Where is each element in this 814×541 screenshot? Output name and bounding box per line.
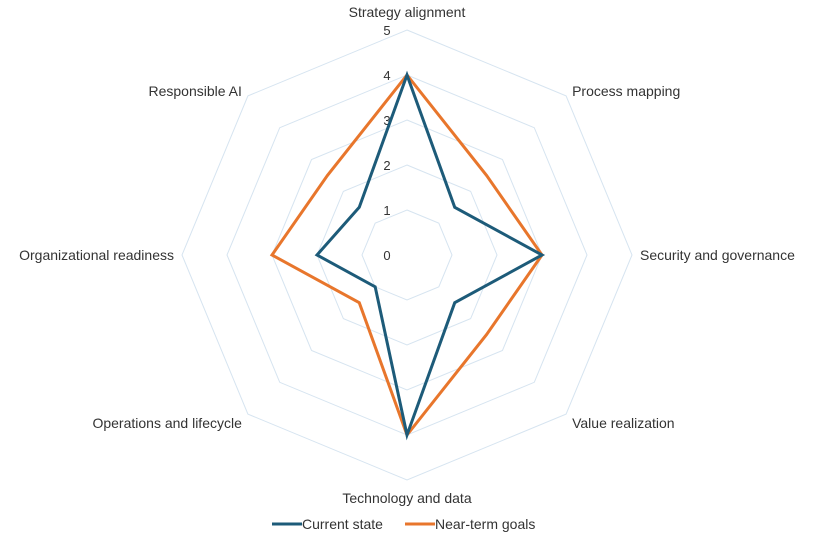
legend: Current state Near-term goals xyxy=(272,516,535,532)
category-label: Responsible AI xyxy=(148,83,241,99)
legend-label: Current state xyxy=(302,516,383,532)
legend-label: Near-term goals xyxy=(435,516,535,532)
grid-ring-2 xyxy=(316,164,498,346)
grid-ring-1 xyxy=(361,209,453,301)
radial-tick-labels: 0 1 2 3 4 5 xyxy=(383,23,390,263)
data-point xyxy=(485,174,488,177)
category-label: Operations and lifecycle xyxy=(92,415,242,431)
category-label: Strategy alignment xyxy=(349,4,466,20)
grid-ring-3 xyxy=(271,119,543,391)
category-label: Value realization xyxy=(572,415,674,431)
grid-ring-5 xyxy=(181,29,633,481)
series-line-1 xyxy=(269,72,544,439)
tick-label: 3 xyxy=(383,113,390,128)
tick-label: 0 xyxy=(383,248,390,263)
tick-label: 4 xyxy=(383,68,390,83)
data-point xyxy=(270,253,274,257)
data-point xyxy=(540,253,544,257)
category-label: Security and governance xyxy=(640,247,795,263)
radar-grid xyxy=(181,29,633,481)
data-point xyxy=(453,206,456,209)
data-point xyxy=(485,333,488,336)
category-label: Technology and data xyxy=(342,490,471,506)
data-point xyxy=(315,253,319,257)
data-point xyxy=(326,174,329,177)
category-label: Process mapping xyxy=(572,83,680,99)
data-point xyxy=(405,73,409,77)
tick-label: 5 xyxy=(383,23,390,38)
data-point xyxy=(453,301,456,304)
data-point xyxy=(358,206,361,209)
data-point xyxy=(405,433,409,437)
category-label: Organizational readiness xyxy=(19,247,174,263)
data-point xyxy=(358,301,361,304)
series-group xyxy=(269,70,546,441)
data-point xyxy=(373,285,377,289)
tick-label: 1 xyxy=(383,203,390,218)
grid-ring-4 xyxy=(226,74,588,436)
tick-label: 2 xyxy=(383,158,390,173)
